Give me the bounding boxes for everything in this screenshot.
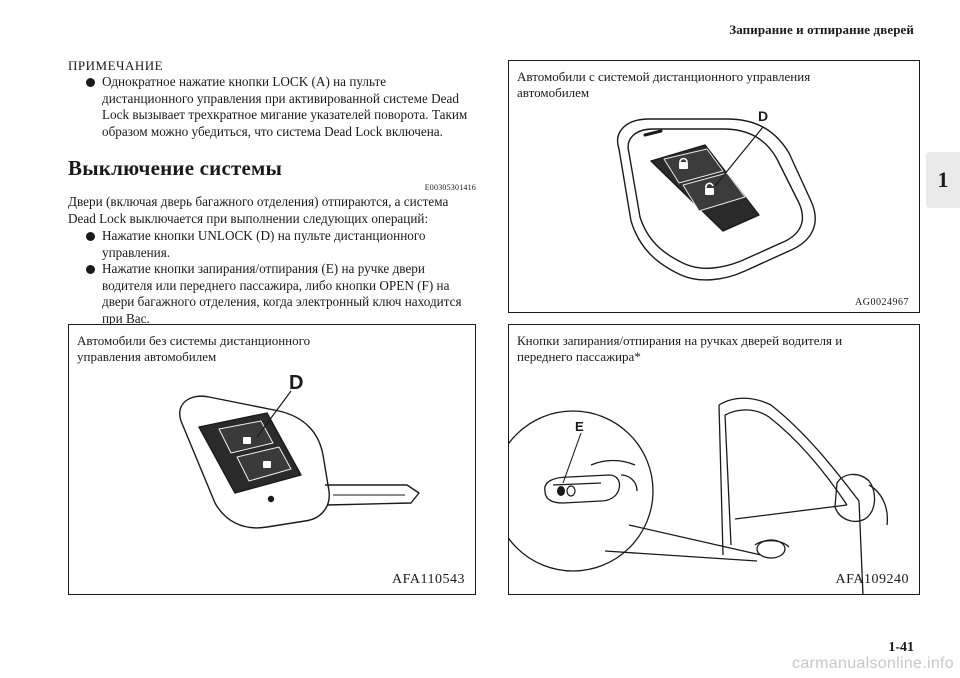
figure-callout-label: D [289,372,303,394]
section-title: Выключение системы [68,156,283,180]
bullet-dot-icon [86,265,95,275]
figure-caption: Кнопки запирания/отпирания на ручках две… [517,333,843,364]
key-fob-illustration: D [616,108,816,281]
page-number: 1-41 [888,640,914,655]
section-bullet-text: Нажатие кнопки UNLOCK (D) на пульте дист… [102,228,426,260]
section-bullets: Нажатие кнопки UNLOCK (D) на пульте дист… [68,228,476,328]
note-bullet-text: Однократное нажатие кнопки LOCK (A) на п… [102,74,468,139]
running-header: Запирание и отпирание дверей [729,22,914,37]
figure-caption: Автомобили с системой дистанционного упр… [517,69,811,100]
note-bullet-item: Однократное нажатие кнопки LOCK (A) на п… [68,74,476,140]
key-illustration: D [179,372,420,529]
figure-code: AFA109240 [835,572,909,587]
figure-caption: Автомобили без системы дистанционного уп… [77,333,311,364]
chapter-tab: 1 [926,152,960,208]
note-bullets: Однократное нажатие кнопки LOCK (A) на п… [68,74,476,140]
figure-code: AG0024967 [855,297,909,308]
figure-no-remote: D Автомобили без системы дистанционного … [68,324,476,595]
section-bullet-item: Нажатие кнопки UNLOCK (D) на пульте дист… [68,228,476,261]
bullet-dot-icon [86,78,95,87]
watermark: carmanualsonline.info [792,655,954,672]
section-bullet-text: Нажатие кнопки запирания/отпирания (E) н… [102,261,462,326]
figure-callout-label: D [758,108,768,124]
bullet-dot-icon [86,232,95,241]
section-code: E00305301416 [424,183,476,192]
figure-door-handle: E Кнопки запирания/отпирания на ручках д… [508,324,920,595]
figure-callout-label: E [575,419,584,434]
section-intro: Двери (включая дверь багажного отделения… [68,194,449,226]
figure-code: AFA110543 [392,572,465,587]
note-label: ПРИМЕЧАНИЕ [68,58,164,73]
door-handle-illustration: E [509,397,889,594]
figure-remote-keyless: D Автомобили с системой дистанционного у… [508,60,920,313]
section-bullet-item: Нажатие кнопки запирания/отпирания (E) н… [68,261,476,327]
